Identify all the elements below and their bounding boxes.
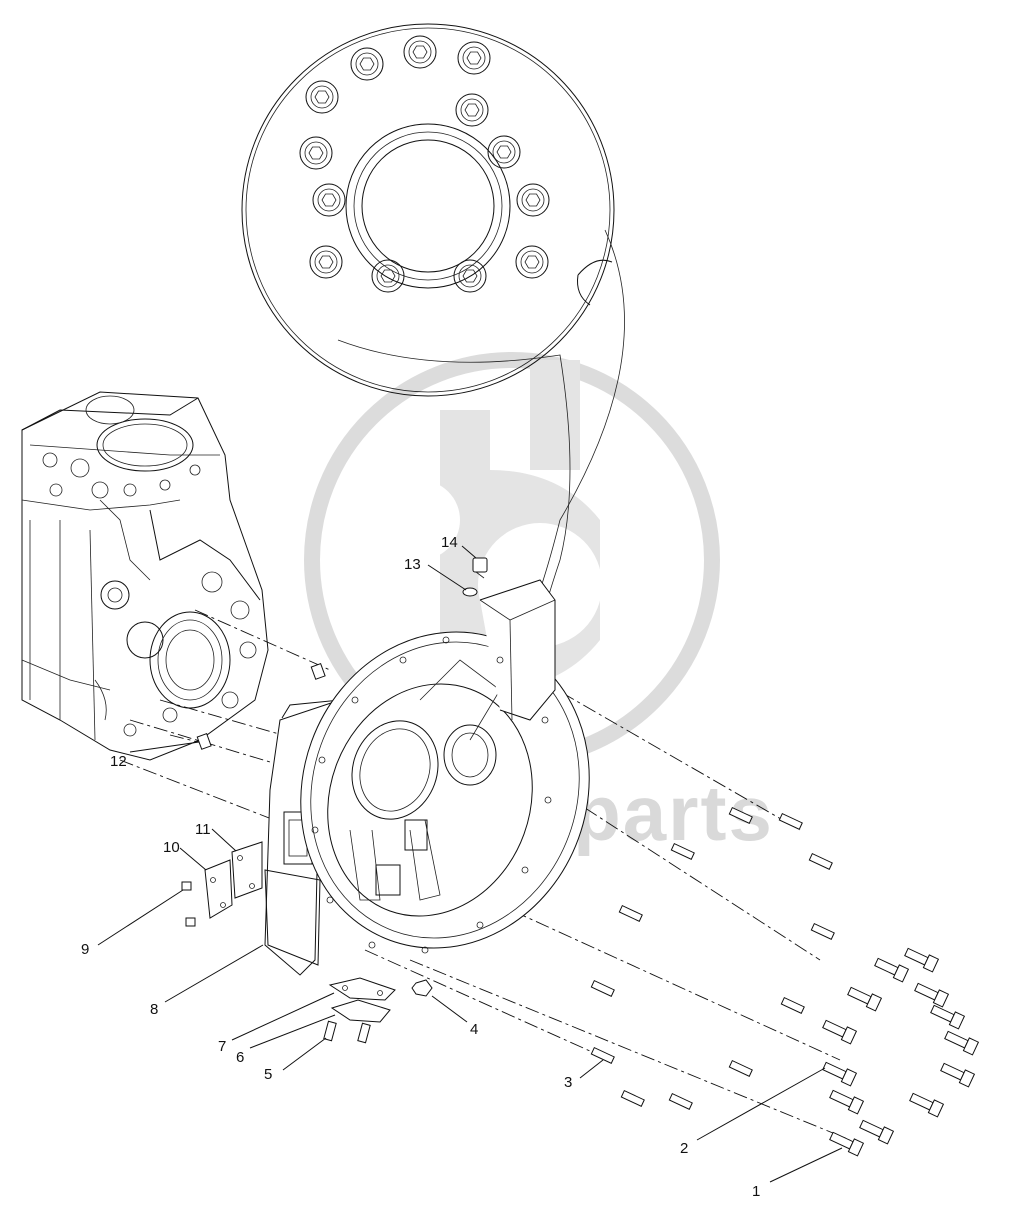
screws-9 [181,881,196,927]
callout-labels: 1 2 3 4 5 6 7 8 9 10 11 12 13 14 [81,534,760,1200]
callout-9: 9 [81,941,89,958]
callout-3: 3 [564,1074,572,1091]
callout-1: 1 [752,1183,760,1200]
callout-8: 8 [150,1001,158,1018]
callout-6: 6 [236,1049,244,1066]
gasket-11 [231,841,263,899]
plug-14 [472,557,488,579]
callout-10: 10 [163,839,180,856]
dowel-pins-12 [196,663,326,750]
bolts-1-2 [822,947,980,1157]
gasket-6 [330,999,391,1023]
callout-12: 12 [110,753,127,770]
leader-lines [97,545,843,1183]
cover-plate-7 [328,977,396,1001]
detail-view [241,23,625,651]
screws-5 [323,1020,371,1044]
flywheel-housing [264,579,590,976]
cover-plate-10 [204,859,233,919]
callout-4: 4 [470,1021,478,1038]
nut-4 [411,979,433,997]
washer-13 [462,587,478,597]
detail-bolt-heads [299,35,550,293]
callout-14: 14 [441,534,458,551]
callout-11: 11 [195,821,211,838]
callout-2: 2 [680,1140,688,1157]
callout-5: 5 [264,1066,272,1083]
engine-block [21,391,269,761]
studs-3 [590,806,835,1110]
callout-13: 13 [404,556,421,573]
callout-7: 7 [218,1038,226,1055]
